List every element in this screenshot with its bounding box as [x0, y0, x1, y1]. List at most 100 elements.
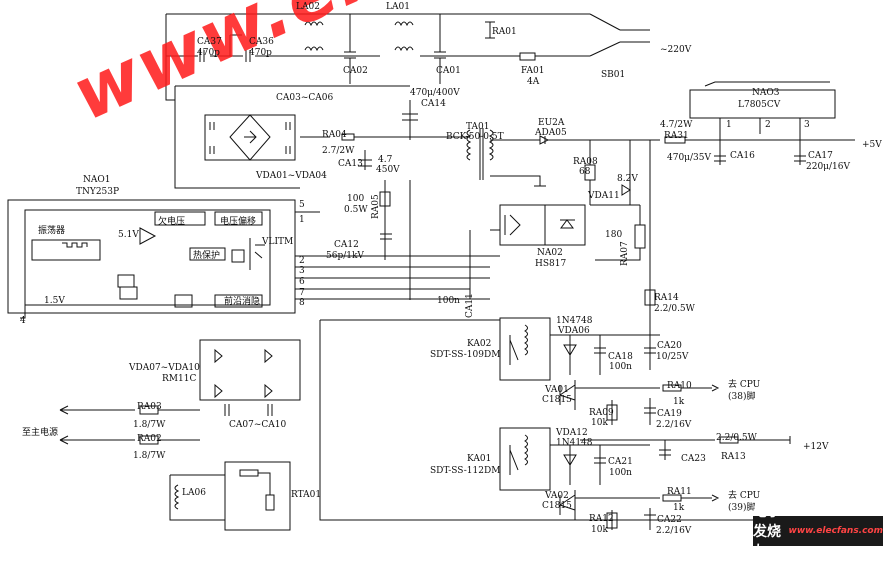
- label-v220: ~220V: [660, 45, 692, 55]
- label-rta01: RTA01: [291, 490, 322, 500]
- label-v5: +5V: [862, 140, 882, 150]
- label-cpu39b: (39)脚: [728, 503, 756, 513]
- label-ca18v: 100n: [609, 362, 632, 372]
- label-rm11c: RM11C: [162, 374, 197, 384]
- label-ca13v1: 4.7: [378, 155, 393, 165]
- label-ra14v: 2.2/0.5W: [654, 304, 695, 314]
- label-ra31: RA31: [664, 131, 689, 141]
- label-fa01: FA01: [521, 66, 545, 76]
- label-ca20: CA20: [657, 341, 682, 351]
- label-ca23: CA23: [681, 454, 706, 464]
- label-ra07: RA07: [620, 241, 630, 266]
- label-ca19v: 2.2/16V: [656, 420, 692, 430]
- schematic-stage: www.elecfans.com LA02LA01RA01CA37470pCA3…: [7, 0, 883, 546]
- label-ca12v: 56p/1kV: [326, 251, 364, 261]
- label-vlim: VLITM: [262, 237, 294, 247]
- label-p1b: 1: [299, 215, 305, 225]
- label-vda11: VDA11: [588, 191, 620, 201]
- label-ra09v: 10k: [591, 418, 608, 428]
- label-ra13: RA13: [721, 452, 746, 462]
- label-undervolt: 欠电压: [158, 217, 186, 227]
- label-vda01: VDA01~VDA04: [256, 171, 327, 181]
- label-r180: 180: [605, 230, 623, 240]
- label-nao3: NAO3: [752, 88, 780, 98]
- label-ra02v: 1.8/7W: [133, 451, 166, 461]
- label-p2b: 2: [299, 256, 305, 266]
- label-vda12: VDA12: [556, 428, 588, 438]
- label-tny: TNY253P: [76, 187, 120, 197]
- label-ra12: RA12: [589, 514, 614, 524]
- label-ka01: KA01: [467, 454, 492, 464]
- label-ca14v: 470μ/400V: [410, 88, 460, 98]
- label-c1815a: C1815: [542, 395, 572, 405]
- label-v15: 1.5V: [44, 296, 65, 306]
- label-mains: 至主电源: [22, 428, 59, 438]
- label-bck: BCK-50-0.5T: [446, 132, 504, 142]
- label-ca37v: 470p: [197, 48, 220, 58]
- label-ra03: RA03: [137, 402, 162, 412]
- label-ra04: RA04: [322, 130, 347, 140]
- label-ca21v: 100n: [609, 468, 632, 478]
- label-cpu38b: (38)脚: [728, 392, 756, 402]
- label-ra04v: 2.7/2W: [322, 146, 355, 156]
- brand-logo-main: 电子发烧友: [753, 504, 781, 560]
- label-ca13: CA13: [338, 159, 363, 169]
- label-vda07: VDA07~VDA10: [129, 363, 200, 373]
- label-ca14: CA14: [421, 99, 446, 109]
- label-oscillator: 振荡器: [38, 226, 66, 236]
- label-n4148: 1N4148: [556, 438, 593, 448]
- label-ca11: CA11: [465, 293, 475, 318]
- label-ca13v2: 450V: [376, 165, 400, 175]
- label-ca21: CA21: [608, 457, 633, 467]
- label-ra01: RA01: [492, 27, 517, 37]
- label-ra02: RA02: [137, 434, 162, 444]
- label-ra03v: 1.8/7W: [133, 420, 166, 430]
- label-r100w: 0.5W: [344, 205, 368, 215]
- label-ca17v: 220μ/16V: [806, 162, 851, 172]
- label-ca19: CA19: [657, 409, 682, 419]
- label-ca02: CA02: [343, 66, 368, 76]
- label-ca36v: 470p: [249, 48, 272, 58]
- label-va02: VA02: [545, 491, 569, 501]
- label-w22: 2.2/0.5W: [716, 433, 757, 443]
- label-ada05: ADA05: [535, 128, 567, 138]
- label-c1815b: C1815: [542, 501, 572, 511]
- label-ca22v: 2.2/16V: [656, 526, 692, 536]
- label-vbias: 电压偏移: [220, 217, 257, 227]
- label-la06: LA06: [182, 488, 206, 498]
- label-ra11: RA11: [667, 487, 692, 497]
- label-thermal: 热保护: [193, 251, 221, 261]
- label-sb01: SB01: [601, 70, 626, 80]
- label-v51: 5.1V: [118, 230, 139, 240]
- label-nao1: NAO1: [83, 175, 111, 185]
- label-cpu39a: 去 CPU: [728, 491, 761, 501]
- label-na02: NA02: [537, 248, 563, 258]
- label-ca03: CA03~CA06: [276, 93, 334, 103]
- schematic-wires: [7, 13, 855, 531]
- label-ca12: CA12: [334, 240, 359, 250]
- label-ca22: CA22: [657, 515, 682, 525]
- label-ca16v: 470μ/35V: [667, 153, 712, 163]
- label-ra08: RA08: [573, 157, 598, 167]
- label-ca16: CA16: [730, 151, 755, 161]
- label-ra08v: 68: [579, 167, 591, 177]
- label-v12: +12V: [803, 442, 829, 452]
- label-ca18: CA18: [608, 352, 633, 362]
- brand-logo-sub: www.elecfans.com: [788, 526, 883, 536]
- label-p2: 2: [765, 120, 771, 130]
- label-ca17: CA17: [808, 151, 833, 161]
- label-ca37: CA37: [197, 37, 222, 47]
- label-sdt109: SDT-SS-109DM: [430, 350, 501, 360]
- label-ra14: RA14: [654, 293, 679, 303]
- label-p7: 7: [299, 288, 305, 298]
- label-la02: LA02: [296, 2, 320, 12]
- label-r100: 100: [347, 194, 365, 204]
- label-ra10v: 1k: [673, 397, 685, 407]
- label-ca07: CA07~CA10: [229, 420, 287, 430]
- label-ra05: RA05: [371, 194, 381, 219]
- label-la01: LA01: [386, 2, 410, 12]
- label-p8: 8: [299, 298, 305, 308]
- label-n4748: 1N4748: [556, 316, 593, 326]
- label-ta01: TA01: [466, 122, 490, 132]
- label-p6: 6: [299, 277, 305, 287]
